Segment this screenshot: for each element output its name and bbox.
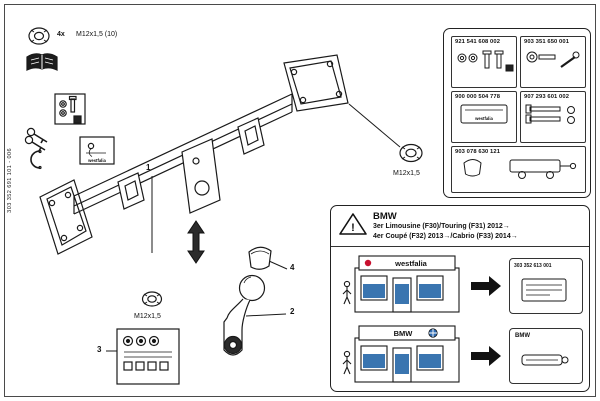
westfalia-store-icon: westfalia (342, 255, 460, 313)
nut-spec-lower: M12x1,5 (134, 313, 161, 320)
part-icon-brand-sticker: westfalia (460, 104, 508, 124)
part-number: 907 293 601 002 (524, 94, 570, 100)
vehicle-model-line-2: 4er Coupé (F32) 2013→/Cabrio (F33) 2014→ (373, 233, 518, 240)
hardware-kit-icon (54, 93, 86, 125)
part-tile: 903 351 650 001 (520, 36, 586, 88)
nut-icon (141, 291, 163, 307)
part-icon-cap-car (463, 159, 577, 179)
part-result-tile: 303 352 613 001 (509, 258, 583, 314)
document-number: 303 352 691 101 - 006 (7, 148, 13, 213)
part-tile: 903 078 630 121 (451, 146, 586, 193)
fastener-qty: 4x (57, 31, 65, 38)
keys-icon (24, 127, 48, 152)
part-tile: 900 000 504 778 westfalia (451, 91, 517, 143)
warning-exclamation: ! (351, 222, 355, 234)
part-tile: 907 293 601 002 (520, 91, 586, 143)
result-part-label: BMW (515, 333, 530, 339)
mini-label-brand: westfalia (87, 158, 106, 163)
callout-3: 3 (97, 345, 102, 354)
header-divider (331, 246, 589, 247)
circlip-icon (30, 149, 42, 170)
callout-1: 1 (146, 163, 151, 172)
manual-icon (26, 53, 58, 71)
towbar-part-icon (521, 354, 569, 366)
part-icon-washers-bolts (457, 50, 514, 72)
sticker-brand-text: westfalia (474, 116, 493, 121)
part-number: 921 541 608 002 (455, 39, 501, 45)
nut-icon (28, 27, 50, 45)
nut-icon (399, 143, 423, 163)
vehicle-application-box: ! BMW 3er Limousine (F30)/Touring (F31) … (330, 205, 590, 392)
crossbar-drawing (39, 54, 349, 255)
vehicle-model-line-1: 3er Limousine (F30)/Touring (F31) 2012→ (373, 223, 510, 230)
part-number: 903 351 650 001 (524, 39, 570, 45)
ball-cover-cap (248, 246, 272, 270)
store-sign-westfalia: westfalia (394, 259, 428, 268)
fastener-spec: M12x1,5 (10) (76, 31, 118, 38)
label-sticker-icon (521, 278, 567, 302)
westfalia-mini-label (79, 136, 115, 165)
arrow-right-icon (471, 276, 501, 296)
store-sign-bmw: BMW (394, 329, 414, 338)
double-arrow-icon (187, 220, 205, 264)
part-number: 900 000 504 778 (455, 94, 501, 100)
leader-lines (106, 103, 401, 352)
callout-2: 2 (290, 307, 295, 316)
towball-drawing (223, 274, 266, 356)
vehicle-brand: BMW (373, 211, 397, 222)
part-tile: 921 541 608 002 (451, 36, 517, 88)
part-icon-long-bolts (525, 104, 575, 124)
warning-triangle-icon: ! (339, 213, 367, 235)
warning-sticker (116, 328, 180, 385)
part-result-tile: BMW (509, 328, 583, 384)
bmw-store-icon: BMW (342, 325, 460, 383)
spare-parts-box: 921 541 608 002 903 351 650 001 (443, 28, 591, 198)
arrow-right-icon (471, 346, 501, 366)
part-number: 903 078 630 121 (455, 149, 501, 155)
result-part-number: 303 352 613 001 (514, 263, 552, 269)
nut-spec-upper: M12x1,5 (393, 170, 420, 177)
part-icon-bolt-tool (526, 51, 580, 68)
callout-4: 4 (290, 263, 295, 272)
